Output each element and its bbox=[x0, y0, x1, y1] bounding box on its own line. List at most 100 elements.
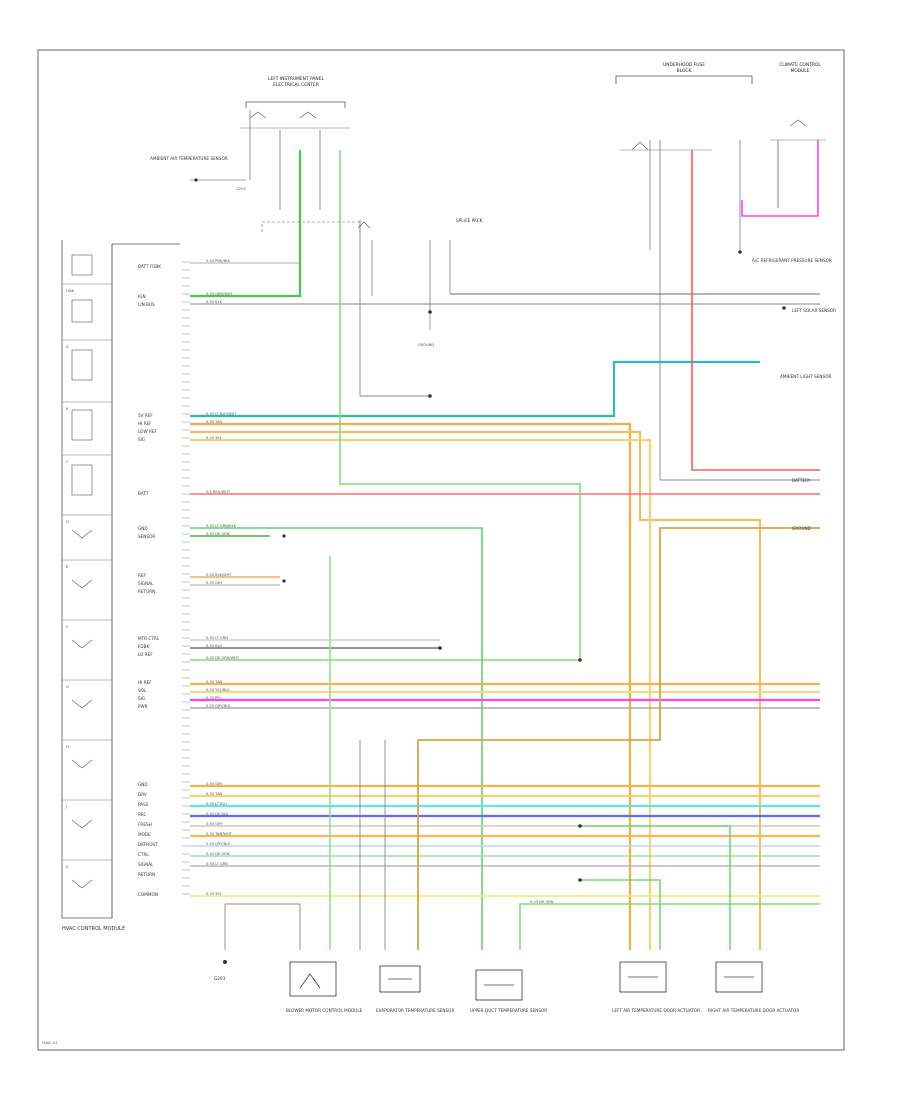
wire-code-24: 0.35 DK GRN bbox=[206, 852, 230, 856]
pin-label-6: SIG bbox=[138, 437, 145, 442]
pin-label-20: GND bbox=[138, 782, 148, 787]
pin-label-25: MODE bbox=[138, 832, 151, 837]
left-ip-electrical-center: LEFT INSTRUMENT PANEL ELECTRICAL CENTER … bbox=[150, 76, 361, 232]
wire-code-20: 0.35 LT BLU bbox=[206, 802, 227, 806]
climate-module-title: CLIMATE CONTROL bbox=[779, 62, 821, 68]
wire-codes: 0.35 PNK/BLK 0.35 GRN/WHT 0.35 BLK 0.35 … bbox=[206, 259, 554, 904]
component-c6-label: RIGHT AIR TEMPERATURE DOOR ACTUATOR bbox=[708, 1008, 799, 1013]
climate-control-module: CLIMATE CONTROL MODULE bbox=[770, 62, 826, 141]
pin-label-5: LOW REF bbox=[138, 429, 158, 434]
wire-code-27: 0.35 YEL bbox=[206, 892, 222, 896]
pin-label-22: PASS bbox=[138, 802, 149, 807]
right-temp-actuator: RIGHT AIR TEMPERATURE DOOR ACTUATOR bbox=[708, 961, 799, 1013]
pin-ticks bbox=[182, 261, 190, 895]
component-c1-label: G203 bbox=[214, 976, 226, 981]
wire-code-6: 0.5 RED/WHT bbox=[206, 490, 231, 494]
wire-code-13: 0.35 DK GRN/WHT bbox=[206, 656, 240, 660]
wire-code-11: 0.35 LT GRN bbox=[206, 636, 228, 640]
pin-label-24: FRESH bbox=[138, 822, 152, 827]
wire-code-18: 0.35 GRY bbox=[206, 782, 223, 786]
wire-code-14: 0.35 TAN bbox=[206, 680, 223, 684]
hvac-module-title: HVAC CONTROL MODULE bbox=[62, 926, 125, 932]
wire-code-4: 0.35 TAN bbox=[206, 420, 223, 424]
wire-orange-2 bbox=[190, 430, 762, 950]
pin-label-2: LIN BUS bbox=[138, 302, 155, 307]
upper-duct-sensor: UPPER DUCT TEMPERATURE SENSOR bbox=[470, 969, 547, 1013]
hvac-pin-ref-7: G bbox=[66, 685, 69, 689]
pin-label-17: SOL bbox=[138, 688, 147, 693]
pin-label-8: GND bbox=[138, 526, 148, 531]
wire-code-21: 0.35 DK BLU bbox=[206, 812, 229, 816]
pin-label-1: IGN bbox=[138, 294, 146, 299]
pin-label-15: LO REF bbox=[138, 652, 153, 657]
pin-label-11: SIGNAL bbox=[138, 581, 154, 586]
wire-green-1 bbox=[190, 150, 302, 298]
pin-label-23: REC bbox=[138, 812, 147, 817]
wire-code-0: 0.35 PNK/BLK bbox=[206, 259, 231, 263]
pin-label-29: RETURN bbox=[138, 872, 155, 877]
climate-module-subtitle: MODULE bbox=[790, 68, 809, 74]
bottom-components: G203 BLOWER MOTOR CONTROL MODULE EVAPORA… bbox=[214, 960, 799, 1013]
wire-code-28: 0.35 DK GRN bbox=[530, 900, 554, 904]
wire-code-2: 0.35 BLK bbox=[206, 300, 223, 304]
ip-ground-label: G203 bbox=[236, 187, 246, 191]
wire-code-22: 0.35 GRY bbox=[206, 822, 223, 826]
fuse-block-subtitle: BLOCK bbox=[677, 68, 692, 74]
wire-lightgreen-1 bbox=[190, 150, 581, 661]
wire-green-drop-3 bbox=[580, 879, 661, 950]
wire-code-7: 0.35 LT GRN/BLK bbox=[206, 524, 237, 528]
component-c5-label: LEFT AIR TEMPERATURE DOOR ACTUATOR bbox=[612, 1008, 700, 1013]
hvac-pin-ref-1: A bbox=[66, 345, 69, 349]
underhood-fuse-block: UNDERHOOD FUSE BLOCK bbox=[615, 62, 753, 151]
wire-orange-1 bbox=[190, 422, 632, 950]
wire-magenta-top bbox=[741, 140, 819, 217]
ip-center-subtitle: ELECTRICAL CENTER bbox=[273, 82, 319, 88]
pin-label-19: PWR bbox=[138, 704, 148, 709]
ground-g203: G203 bbox=[214, 960, 227, 981]
wire-code-23: 0.35 TAN/WHT bbox=[206, 832, 233, 836]
evaporator-sensor: EVAPORATOR TEMPERATURE SENSOR bbox=[376, 965, 454, 1013]
wire-code-16: 0.35 PPL bbox=[206, 696, 221, 700]
component-c4-label: UPPER DUCT TEMPERATURE SENSOR bbox=[470, 1008, 547, 1013]
wire-code-12: 0.35 BLU bbox=[206, 644, 222, 648]
wire-code-1: 0.35 GRN/WHT bbox=[206, 292, 234, 296]
wire-green-drop-2 bbox=[580, 825, 731, 950]
blower-motor-module: BLOWER MOTOR CONTROL MODULE bbox=[286, 961, 363, 1013]
pin-label-28: SIGNAL bbox=[138, 862, 154, 867]
pin-label-21: DRV bbox=[138, 792, 147, 797]
diagram-frame bbox=[37, 49, 845, 1051]
pin-label-27: CTRL bbox=[138, 852, 149, 857]
pin-label-30: COMMON bbox=[138, 892, 158, 897]
wire-code-19: 0.35 TAN bbox=[206, 792, 223, 796]
wire-code-3: 0.35 LT BLU/WHT bbox=[206, 412, 237, 416]
right-label-3: BATTERY bbox=[792, 478, 811, 483]
wire-code-25: 0.35 LT GRN bbox=[206, 862, 228, 866]
wire-yellow-1 bbox=[190, 438, 652, 950]
hvac-pin-ref-2: B bbox=[66, 407, 69, 411]
pin-label-7: BATT bbox=[138, 491, 149, 496]
wire-code-15: 0.35 YEL/BLK bbox=[206, 688, 230, 692]
right-label-4: GROUND bbox=[792, 526, 811, 531]
hvac-pin-ref-5: E bbox=[66, 565, 69, 569]
right-labels: A/C REFRIGERANT PRESSURE SENSOR LEFT SOL… bbox=[738, 250, 836, 531]
pin-label-12: RETURN bbox=[138, 589, 155, 594]
splice-pack-label: SPLICE PACK bbox=[456, 218, 483, 223]
fuse-block-title: UNDERHOOD FUSE bbox=[663, 62, 705, 68]
right-label-1: LEFT SOLAR SENSOR bbox=[792, 308, 836, 313]
wires bbox=[190, 140, 820, 950]
pin-labels: BATT FDBK IGN LIN BUS 5V REF HI REF LOW … bbox=[138, 264, 161, 897]
wire-teal bbox=[190, 360, 760, 418]
wire-code-26: 0.35 GRY/BLK bbox=[206, 842, 231, 846]
pin-label-0: BATT FDBK bbox=[138, 264, 161, 269]
right-label-2: AMBIENT LIGHT SENSOR bbox=[780, 374, 831, 379]
pin-label-18: SIG bbox=[138, 696, 145, 701]
pin-label-4: HI REF bbox=[138, 421, 152, 426]
pin-label-14: FDBK bbox=[138, 644, 150, 649]
component-c3-label: EVAPORATOR TEMPERATURE SENSOR bbox=[376, 1008, 454, 1013]
pin-label-16: HI REF bbox=[138, 680, 152, 685]
ground-label: GROUND bbox=[418, 343, 434, 347]
wire-code-8: 0.35 DK GRN bbox=[206, 532, 230, 536]
wire-code-17: 0.35 GRY/BLK bbox=[206, 704, 231, 708]
wire-orange-drop bbox=[417, 527, 820, 950]
